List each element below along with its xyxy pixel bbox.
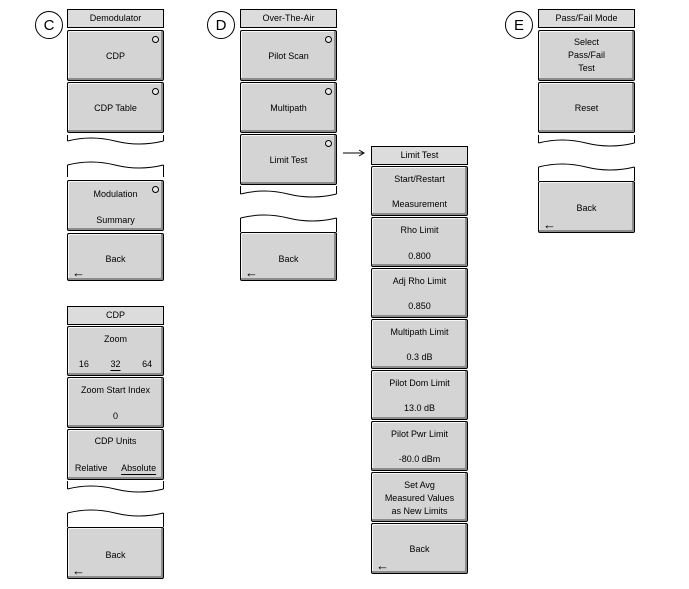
multipath-limit-key[interactable]: Multipath Limit 0.3 dB <box>371 319 468 369</box>
back-key[interactable]: Back ← <box>67 527 164 579</box>
limit-test-label: Limit Test <box>269 155 308 165</box>
multipath-label: Multipath <box>270 103 307 113</box>
zoom-option-32: 32 <box>110 359 121 369</box>
menu-break-icon <box>67 481 164 527</box>
menu-break-icon <box>67 135 164 177</box>
left-arrow-icon: ← <box>376 558 389 573</box>
adj-rho-limit-label: Adj Rho Limit <box>392 276 447 286</box>
modulation-summary-key[interactable]: Modulation Summary <box>67 180 164 231</box>
select-label-line1: Select <box>573 37 599 47</box>
menu-break-icon <box>240 186 337 232</box>
demodulator-menu: Demodulator CDP CDP Table Modulation Sum… <box>67 9 164 281</box>
radio-indicator-icon <box>152 36 159 43</box>
modulation-summary-label-line1: Modulation <box>93 189 138 199</box>
left-arrow-icon: ← <box>543 217 556 232</box>
start-restart-measurement-key[interactable]: Start/Restart Measurement <box>371 166 468 216</box>
adj-rho-limit-key[interactable]: Adj Rho Limit 0.850 <box>371 268 468 318</box>
pass-fail-mode-title: Pass/Fail Mode <box>538 9 635 28</box>
limit-test-title: Limit Test <box>371 146 468 165</box>
set-avg-limits-key[interactable]: Set Avg Measured Values as New Limits <box>371 472 468 522</box>
rho-limit-label: Rho Limit <box>400 225 439 235</box>
over-the-air-menu: Over-The-Air Pilot Scan Multipath Limit … <box>240 9 337 281</box>
rho-limit-value: 0.800 <box>408 251 431 261</box>
reset-label: Reset <box>574 103 599 113</box>
pass-fail-mode-menu: Pass/Fail Mode Select Pass/Fail Test Res… <box>538 9 635 233</box>
rho-limit-key[interactable]: Rho Limit 0.800 <box>371 217 468 267</box>
back-key-label: Back <box>105 254 126 264</box>
radio-indicator-icon <box>325 88 332 95</box>
pilot-scan-label: Pilot Scan <box>268 51 309 61</box>
back-key-label: Back <box>278 254 299 264</box>
back-key-label: Back <box>105 550 126 560</box>
adj-rho-limit-value: 0.850 <box>408 301 431 311</box>
section-label-d: D <box>207 11 235 39</box>
radio-indicator-icon <box>152 186 159 193</box>
set-avg-label-line2: Measured Values <box>384 493 455 503</box>
select-label-line3: Test <box>578 63 595 73</box>
pilot-dom-limit-key[interactable]: Pilot Dom Limit 13.0 dB <box>371 370 468 420</box>
back-key-label: Back <box>409 544 430 554</box>
zoom-start-index-key[interactable]: Zoom Start Index 0 <box>67 377 164 428</box>
cdp-table-key[interactable]: CDP Table <box>67 82 164 133</box>
zoom-options: 16 32 64 <box>68 359 163 369</box>
back-key[interactable]: Back ← <box>240 232 337 281</box>
units-option-relative: Relative <box>74 463 108 473</box>
zoom-key-label: Zoom <box>103 334 127 344</box>
pilot-pwr-limit-key[interactable]: Pilot Pwr Limit -80.0 dBm <box>371 421 468 471</box>
pilot-pwr-limit-value: -80.0 dBm <box>398 454 441 464</box>
select-label-line2: Pass/Fail <box>567 50 605 60</box>
radio-indicator-icon <box>325 140 332 147</box>
cdp-menu-title: CDP <box>67 306 164 325</box>
radio-indicator-icon <box>152 88 159 95</box>
zoom-key[interactable]: Zoom 16 32 64 <box>67 326 164 376</box>
multipath-limit-label: Multipath Limit <box>390 327 449 337</box>
radio-indicator-icon <box>325 36 332 43</box>
menu-break-icon <box>538 135 635 181</box>
over-the-air-title: Over-The-Air <box>240 9 337 28</box>
back-key[interactable]: Back ← <box>371 523 468 574</box>
cdp-menu: CDP Zoom 16 32 64 Zoom Start Index 0 CDP… <box>67 306 164 579</box>
limit-test-menu: Limit Test Start/Restart Measurement Rho… <box>371 146 468 574</box>
left-arrow-icon: ← <box>72 265 85 280</box>
cdp-units-label: CDP Units <box>94 436 137 446</box>
multipath-key[interactable]: Multipath <box>240 82 337 133</box>
cdp-units-key[interactable]: CDP Units Relative Absolute <box>67 429 164 480</box>
pilot-dom-limit-label: Pilot Dom Limit <box>389 378 450 388</box>
cdp-key[interactable]: CDP <box>67 30 164 81</box>
pilot-pwr-limit-label: Pilot Pwr Limit <box>390 429 448 439</box>
section-label-e: E <box>505 11 533 39</box>
left-arrow-icon: ← <box>245 265 258 280</box>
limit-test-key[interactable]: Limit Test <box>240 134 337 185</box>
set-avg-label-line3: as New Limits <box>391 506 448 516</box>
units-option-absolute: Absolute <box>121 463 157 473</box>
pilot-dom-limit-value: 13.0 dB <box>403 403 436 413</box>
cdp-key-label: CDP <box>105 51 125 61</box>
right-arrow-icon <box>343 149 365 157</box>
zoom-option-64: 64 <box>142 359 153 369</box>
measurement-label: Measurement <box>391 199 448 209</box>
reset-key[interactable]: Reset <box>538 82 635 133</box>
section-label-c: C <box>35 11 63 39</box>
modulation-summary-label-line2: Summary <box>96 215 135 225</box>
select-pass-fail-test-key[interactable]: Select Pass/Fail Test <box>538 30 635 81</box>
set-avg-label-line1: Set Avg <box>404 480 435 490</box>
cdp-table-key-label: CDP Table <box>94 103 137 113</box>
start-restart-label: Start/Restart <box>394 174 445 184</box>
pilot-scan-key[interactable]: Pilot Scan <box>240 30 337 81</box>
left-arrow-icon: ← <box>72 563 85 578</box>
multipath-limit-value: 0.3 dB <box>406 352 433 362</box>
zoom-start-index-value: 0 <box>112 411 118 421</box>
zoom-start-index-label: Zoom Start Index <box>80 385 151 395</box>
demodulator-title: Demodulator <box>67 9 164 28</box>
back-key[interactable]: Back ← <box>538 181 635 233</box>
cdp-units-options: Relative Absolute <box>68 463 163 473</box>
back-key-label: Back <box>576 203 597 213</box>
back-key[interactable]: Back ← <box>67 233 164 281</box>
zoom-option-16: 16 <box>78 359 89 369</box>
